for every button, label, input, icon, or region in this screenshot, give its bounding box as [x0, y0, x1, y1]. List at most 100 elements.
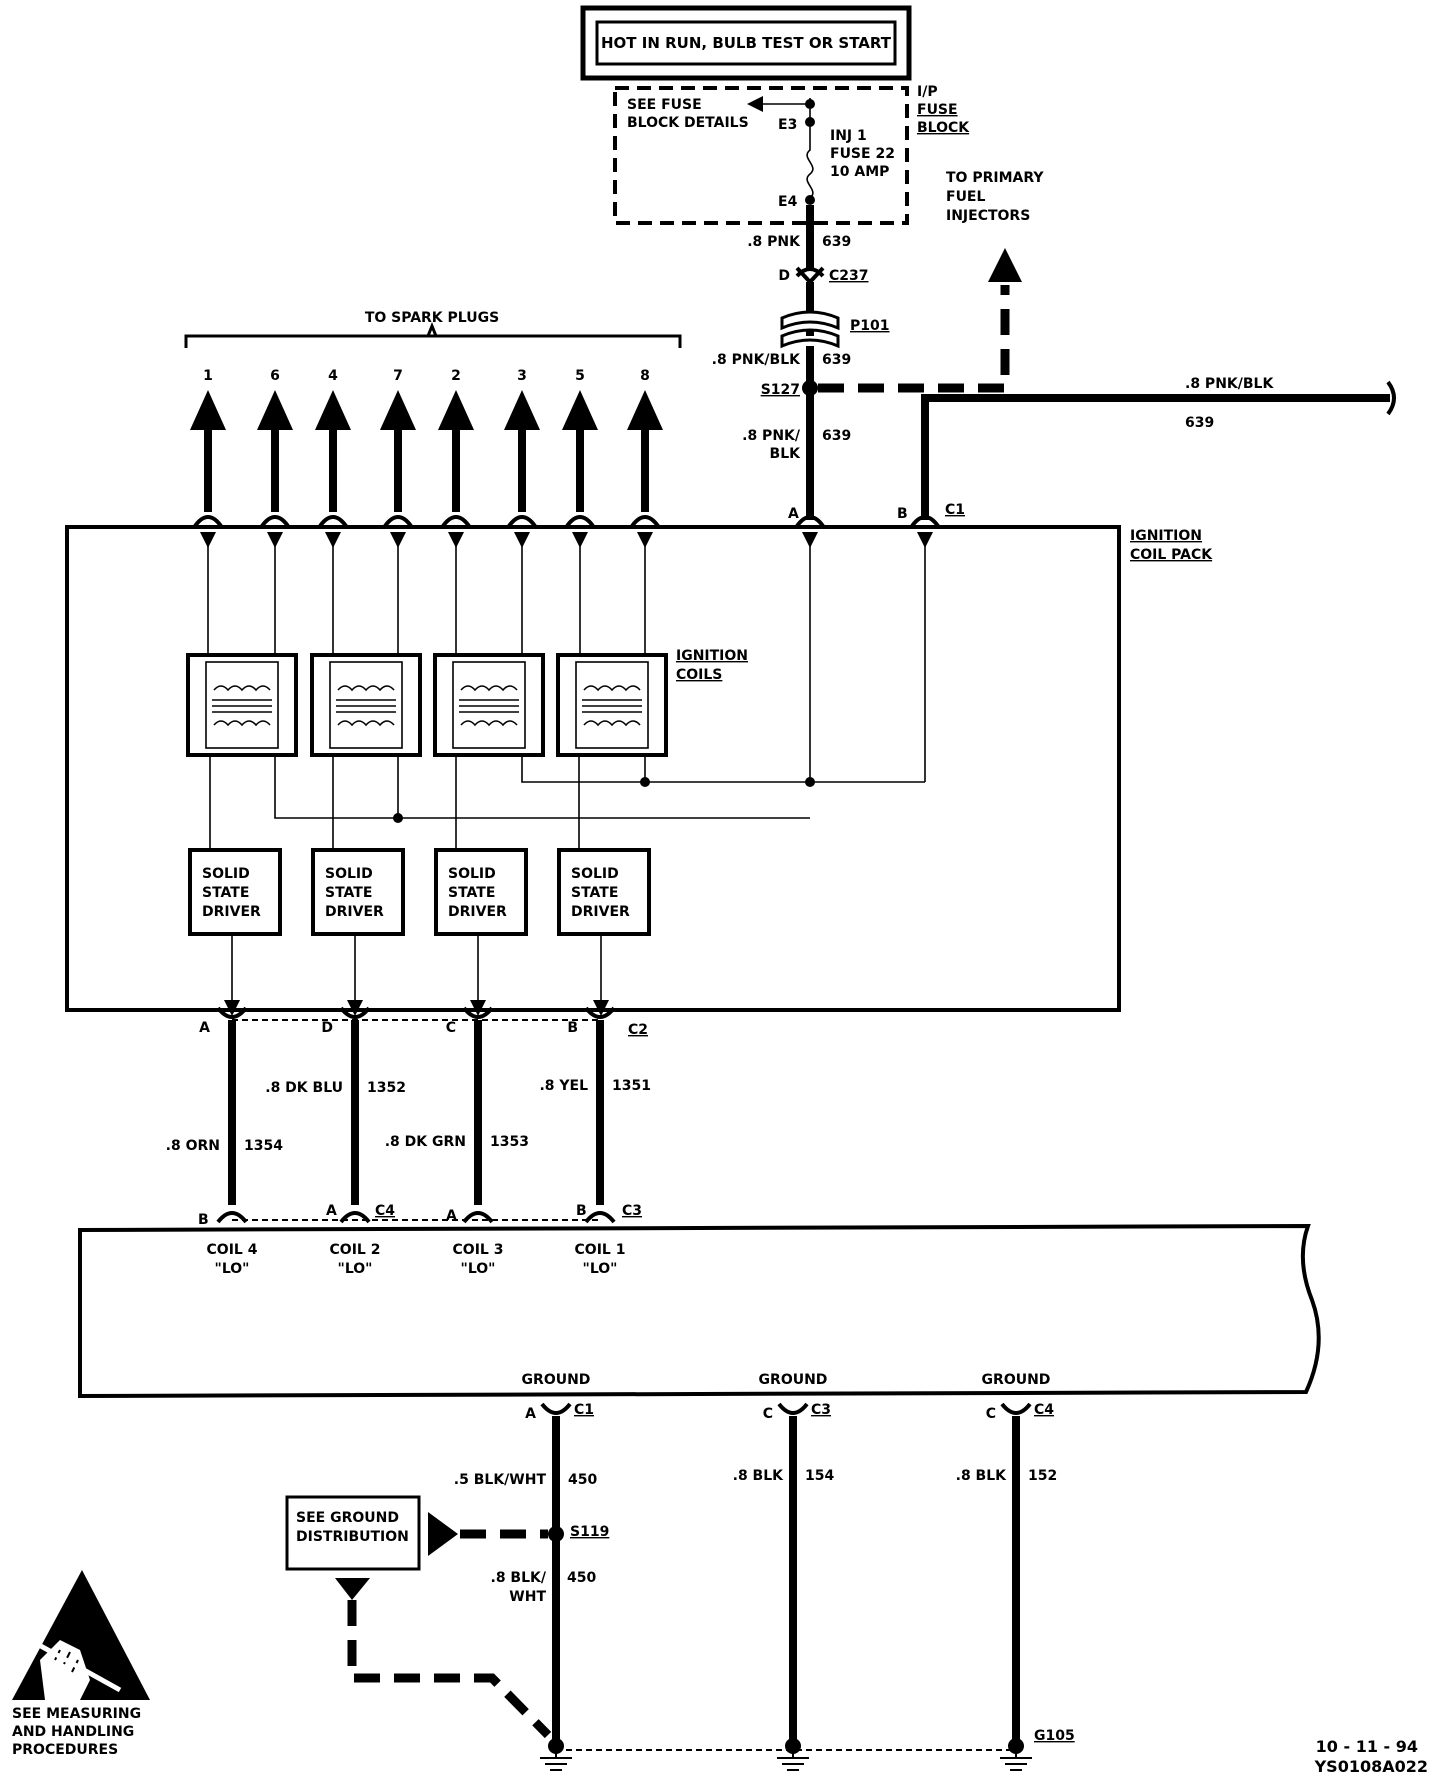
- p101-label: P101: [850, 318, 889, 334]
- driver-label: SOLID: [202, 866, 250, 882]
- pcm-pin-4: B: [576, 1203, 587, 1219]
- supply-wire3-circuit: 639: [822, 428, 851, 444]
- ground-connector: C3: [811, 1402, 831, 1418]
- spark-plugs-title: TO SPARK PLUGS: [365, 310, 499, 326]
- pcm-output-label: COIL 4: [207, 1242, 258, 1258]
- coil-pack: IGNITION COIL PACK A B C1 IGNITION COILS…: [65, 502, 1213, 1016]
- coil-wire-circuit: 1352: [367, 1080, 406, 1096]
- ground-circuit: GROUND C C3 .8 BLK 154: [733, 1372, 834, 1771]
- driver-label: SOLID: [571, 866, 619, 882]
- driver-label: SOLID: [325, 866, 373, 882]
- pcm-output-label: COIL 3: [453, 1242, 504, 1258]
- spark-plug-number: 7: [393, 368, 403, 384]
- ignition-coils-label-2: COILS: [676, 667, 722, 683]
- c2-pin: C: [446, 1020, 456, 1036]
- c2-pin: A: [199, 1020, 210, 1036]
- spark-plug-number: 4: [328, 368, 338, 384]
- supply-wire2-circuit: 639: [822, 352, 851, 368]
- coil-wire-size: .8 YEL: [539, 1078, 588, 1094]
- esd-line2: AND HANDLING: [12, 1724, 134, 1740]
- esd-line1: SEE MEASURING: [12, 1706, 141, 1722]
- driver-label: STATE: [202, 885, 249, 901]
- pcm-output-label: COIL 2: [330, 1242, 381, 1258]
- pcm-module: COIL 4"LO"COIL 2"LO"COIL 3"LO"COIL 1"LO": [78, 1223, 1321, 1399]
- spark-plug-output: 2: [438, 368, 474, 655]
- pcm-output-label: "LO": [338, 1261, 373, 1277]
- power-label: HOT IN RUN, BULB TEST OR START: [601, 34, 892, 52]
- primary-injectors-label: TO PRIMARY FUEL INJECTORS: [946, 170, 1044, 224]
- coil-wire-circuit: 1354: [244, 1138, 283, 1154]
- coil-wire-circuit: 1353: [490, 1134, 529, 1150]
- pcm-c4-label: C4: [375, 1203, 395, 1219]
- solid-state-driver: SOLID STATE DRIVER: [188, 848, 282, 936]
- ignition-coil: [310, 653, 422, 1016]
- driver-label: DRIVER: [325, 904, 384, 920]
- ground-wire-circuit: 450: [568, 1472, 597, 1488]
- pcm-output-label: "LO": [461, 1261, 496, 1277]
- pcm-pin-1: B: [198, 1212, 209, 1228]
- fuse-see-details: SEE FUSE: [627, 97, 702, 113]
- ignition-coil: [186, 653, 298, 1016]
- ground-wire-size: .8 BLK: [733, 1468, 785, 1484]
- driver-label: DRIVER: [202, 904, 261, 920]
- svg-text:TO PRIMARY: TO PRIMARY: [946, 170, 1044, 186]
- c2-pin: B: [567, 1020, 578, 1036]
- spark-plug-output: 4: [315, 368, 351, 655]
- s127-splice: [802, 380, 818, 396]
- s119-label: S119: [570, 1524, 609, 1540]
- coil-wire-size: .8 ORN: [166, 1138, 220, 1154]
- fuse-block-title-1: I/P: [917, 84, 938, 100]
- ignition-coils-label-1: IGNITION: [676, 648, 748, 664]
- spark-plug-output: 3: [504, 368, 540, 655]
- coil-control-wire: B .8 YEL 1351: [539, 1006, 651, 1224]
- ground-wire-circuit: 154: [805, 1468, 834, 1484]
- fuse-see-details-2: BLOCK DETAILS: [627, 115, 749, 131]
- supply-wire1-circuit: 639: [822, 234, 851, 250]
- fuse-block-title-3: BLOCK: [917, 120, 970, 136]
- svg-text:FUEL: FUEL: [946, 189, 985, 205]
- ground-pin: C: [763, 1406, 773, 1422]
- coil-pack-pin-a: A: [788, 506, 799, 522]
- ground-lower-size-2: WHT: [509, 1589, 546, 1605]
- ground-connector: C4: [1034, 1402, 1054, 1418]
- esd-warning: SEE MEASURING AND HANDLING PROCEDURES: [12, 1570, 150, 1758]
- ground-label: GROUND: [522, 1372, 591, 1388]
- coil-wire-circuit: 1351: [612, 1078, 651, 1094]
- ground-label: GROUND: [759, 1372, 828, 1388]
- spark-plug-output: 1: [190, 368, 226, 655]
- fuse-e3: E3: [778, 117, 797, 133]
- supply-wire3-size-2: BLK: [770, 446, 802, 462]
- spark-plug-output: 5: [562, 368, 598, 655]
- ground-dist-line1: SEE GROUND: [296, 1510, 399, 1526]
- svg-text:INJECTORS: INJECTORS: [946, 208, 1030, 224]
- right-wire-size: .8 PNK/BLK: [1185, 376, 1274, 392]
- ground-pin: A: [525, 1406, 536, 1422]
- driver-label: DRIVER: [571, 904, 630, 920]
- ground-pin: C: [986, 1406, 996, 1422]
- pcm-pin-2: A: [326, 1203, 337, 1219]
- footer-code: YS0108A022: [1314, 1757, 1428, 1776]
- c237-pin: D: [778, 268, 790, 284]
- ignition-coil: [433, 653, 545, 1016]
- driver-label: STATE: [571, 885, 618, 901]
- supply-circuit: .8 PNK 639 D C237 P101 .8 PNK/BLK 639 S1…: [712, 205, 1396, 520]
- footer-date: 10 - 11 - 94: [1316, 1737, 1418, 1756]
- ground-wire-size: .8 BLK: [956, 1468, 1008, 1484]
- pcm-output-label: "LO": [215, 1261, 250, 1277]
- spark-plug-number: 6: [270, 368, 280, 384]
- driver-label: DRIVER: [448, 904, 507, 920]
- supply-wire1-size: .8 PNK: [747, 234, 801, 250]
- c237-label: C237: [829, 268, 869, 284]
- driver-label: STATE: [448, 885, 495, 901]
- fuse-name-1: INJ 1: [830, 128, 867, 144]
- ground-dist-line2: DISTRIBUTION: [296, 1529, 409, 1545]
- coil-pack-c1: C1: [945, 502, 965, 518]
- ground-connector: C1: [574, 1402, 594, 1418]
- pcm-output-label: "LO": [583, 1261, 618, 1277]
- fuse-name-2: FUSE 22: [830, 146, 895, 162]
